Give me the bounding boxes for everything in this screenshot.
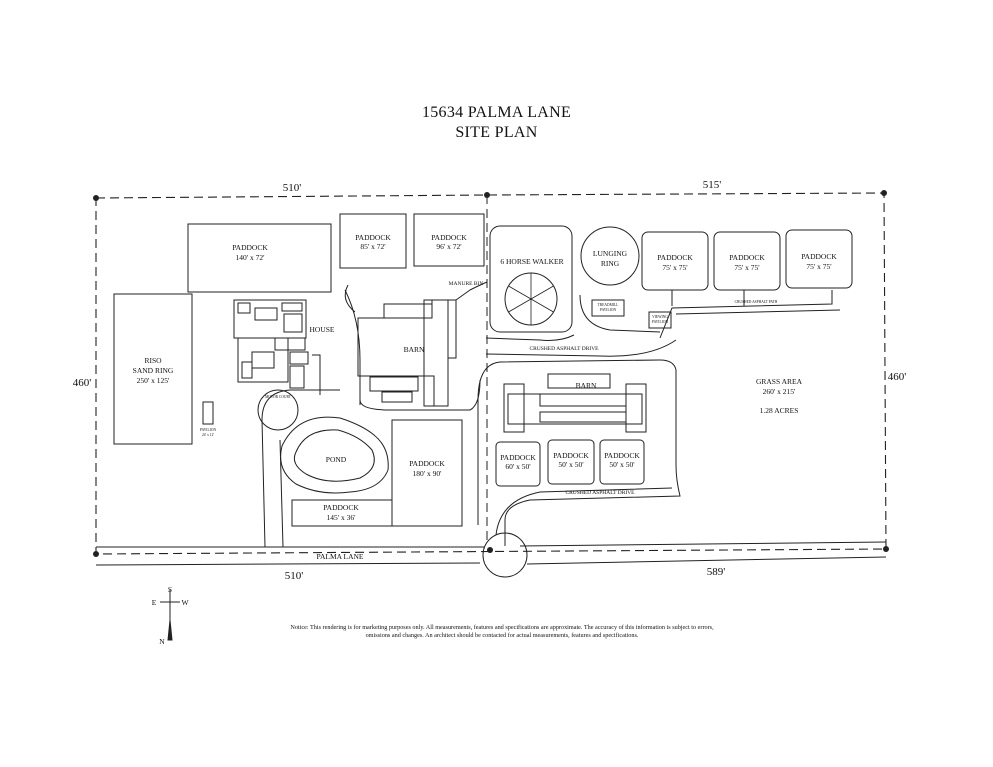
paddock-85x72 xyxy=(339,213,407,269)
viewing-label-2: PAVILION xyxy=(652,320,669,324)
paddock-size: 75' x 75' xyxy=(662,263,688,272)
crushed-asphalt-path xyxy=(659,290,833,339)
palma-lane-label: PALMA LANE xyxy=(316,552,363,561)
barn-label: BARN xyxy=(404,345,425,354)
motor-court xyxy=(257,389,299,431)
paddock-size: 75' x 75' xyxy=(806,262,832,271)
paddock-size: 145' x 36' xyxy=(327,513,357,522)
paddock-size: 140' x 72' xyxy=(236,253,266,262)
viewing-label: VIEWING xyxy=(652,315,668,319)
motor-court-label: MOTOR COURT xyxy=(265,395,292,399)
pavilion-label: PAVILION xyxy=(200,428,217,432)
dim-right: 460' xyxy=(888,371,907,383)
paddock-size: 85' x 72' xyxy=(360,242,386,251)
paddock-60x50 xyxy=(495,441,541,487)
paddock-145x36 xyxy=(291,499,393,527)
crushed-asphalt-drive-label: CRUSHED ASPHALT DRIVE xyxy=(529,346,599,352)
paddock-label: PADDOCK xyxy=(323,503,359,512)
crushed-asphalt-path-label: CRUSHED ASPHALT PATH xyxy=(735,300,778,304)
paddock-50x50-2 xyxy=(599,439,645,485)
paddock-label: PADDOCK xyxy=(604,451,640,460)
manure-bin-label: MANURE BIN xyxy=(449,281,484,287)
treadmill-label: TREADMILL xyxy=(598,303,619,307)
plan-title: 15634 PALMA LANE xyxy=(421,104,572,121)
paddock-75x75-3 xyxy=(785,229,853,289)
paddock-size: 180' x 90' xyxy=(413,469,443,478)
paddock-label: PADDOCK xyxy=(500,453,536,462)
paddock-size: 60' x 50' xyxy=(505,462,531,471)
paddock-label: PADDOCK xyxy=(801,252,837,261)
paddock-size: 75' x 75' xyxy=(734,263,760,272)
house-label: HOUSE xyxy=(309,325,334,334)
paddock-label: PADDOCK xyxy=(553,451,589,460)
dim-top-right: 515' xyxy=(703,179,722,191)
paddock-label: PADDOCK xyxy=(729,253,765,262)
grass-area-label: GRASS AREA xyxy=(756,377,803,386)
riso-size: 250' x 125' xyxy=(137,376,170,385)
lunging-ring-label: LUNGING xyxy=(593,249,628,258)
dim-top-left: 510' xyxy=(283,182,302,194)
dim-bottom-left: 510' xyxy=(285,570,304,582)
crushed-asphalt-drive-label-2: CRUSHED ASPHALT DRIVE xyxy=(565,490,635,496)
paddock-96x72 xyxy=(413,213,485,267)
horse-walker-label: 6 HORSE WALKER xyxy=(500,257,563,266)
plan-subtitle: SITE PLAN xyxy=(455,124,538,141)
compass-w: W xyxy=(181,598,189,607)
barn-right xyxy=(503,373,647,433)
dim-bottom-right: 589' xyxy=(707,566,726,578)
riso-label: RISO xyxy=(144,356,162,365)
compass-rose xyxy=(160,590,180,641)
lunging-ring-label-2: RING xyxy=(601,259,620,268)
paddock-size: 50' x 50' xyxy=(558,460,584,469)
crushed-asphalt-drive xyxy=(477,359,681,546)
paddock-label: PADDOCK xyxy=(409,459,445,468)
riso-sand-ring xyxy=(113,293,193,445)
marketing-notice: Notice: This rendering is for marketing … xyxy=(290,624,714,639)
paddock-label: PADDOCK xyxy=(657,253,693,262)
paddock-size: 96' x 72' xyxy=(436,242,462,251)
paddock-75x75-1 xyxy=(641,231,709,291)
paddock-140x72 xyxy=(187,223,332,293)
paddock-50x50-1 xyxy=(547,439,595,485)
palma-lane-road-bottom xyxy=(95,562,481,566)
barn-label: BARN xyxy=(576,381,597,390)
compass-n: N xyxy=(159,637,165,646)
barn-left xyxy=(357,299,457,407)
grass-area-acres: 1.28 ACRES xyxy=(760,406,799,415)
compass-s: S xyxy=(168,585,172,594)
treadmill-label-2: PAVILION xyxy=(600,308,617,312)
pond-outline xyxy=(280,416,389,494)
house-outline xyxy=(233,299,309,389)
dim-left: 460' xyxy=(73,377,92,389)
paddock-label: PADDOCK xyxy=(355,233,391,242)
pond-label: POND xyxy=(326,455,347,464)
property-boundary xyxy=(95,192,887,555)
paddock-75x75-2 xyxy=(713,231,781,291)
paddock-180x90 xyxy=(391,419,463,527)
viewing-pavilion xyxy=(648,311,672,329)
paddock-label: PADDOCK xyxy=(232,243,268,252)
pavilion xyxy=(202,401,214,425)
treadmill-pavilion xyxy=(591,299,625,317)
compass-e: E xyxy=(152,598,157,607)
grass-area-size: 260' x 215' xyxy=(763,387,796,396)
riso-label-2: SAND RING xyxy=(133,366,174,375)
pavilion-size: 24' x 12' xyxy=(202,433,214,437)
lunging-ring xyxy=(580,226,640,286)
horse-walker-area xyxy=(489,225,573,333)
paddock-size: 50' x 50' xyxy=(609,460,635,469)
paddock-label: PADDOCK xyxy=(431,233,467,242)
